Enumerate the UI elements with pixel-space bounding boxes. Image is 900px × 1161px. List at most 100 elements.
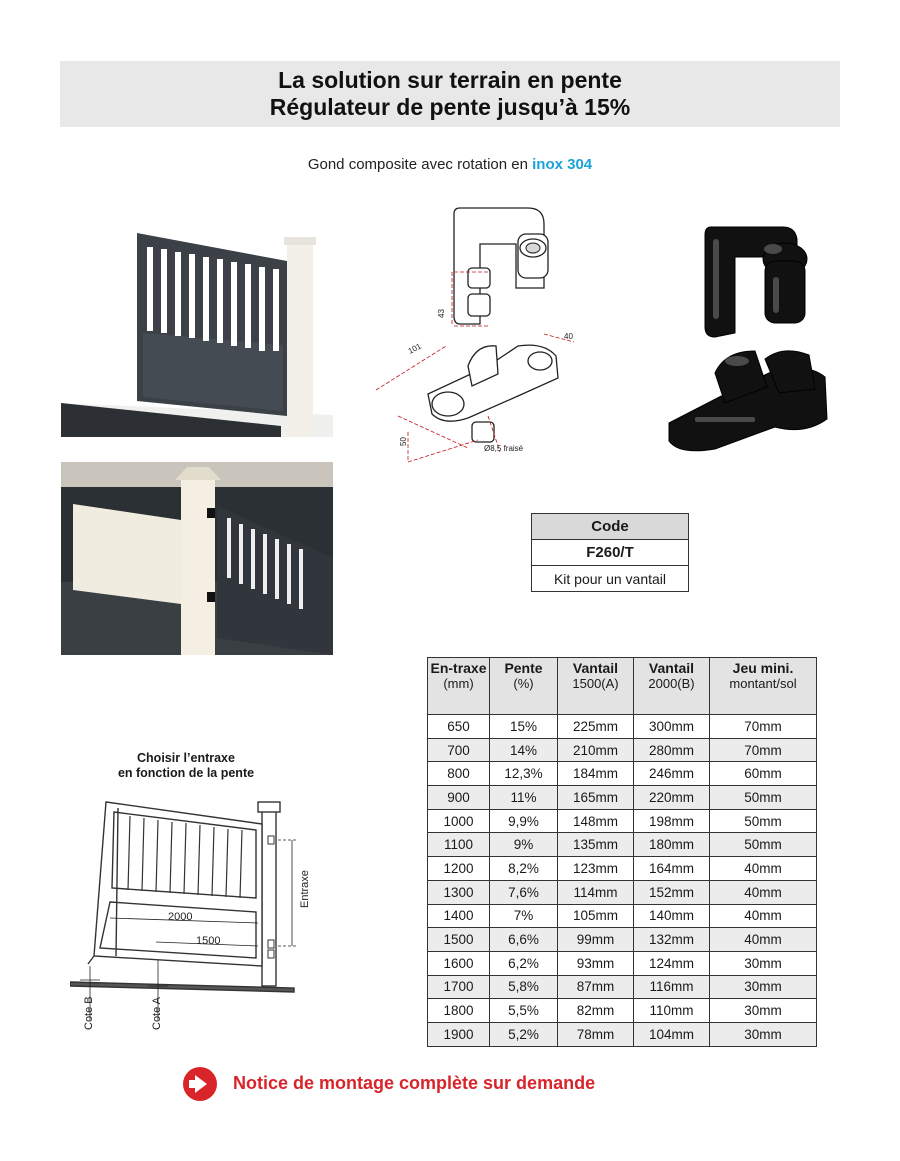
table-cell: 280mm — [633, 737, 710, 763]
code-table: Code F260/T Kit pour un vantail — [531, 513, 689, 592]
table-cell: 7,6% — [489, 879, 558, 905]
label-cote-a: Cote A — [151, 996, 163, 1030]
table-cell: 40mm — [709, 903, 817, 929]
gate-pillar-closeup-photo — [61, 462, 333, 655]
table-cell: 1100 — [427, 832, 490, 858]
table-cell: 9,9% — [489, 808, 558, 834]
table-cell: 11% — [489, 785, 558, 810]
table-cell: 1000 — [427, 808, 490, 834]
table-cell: 5,8% — [489, 974, 558, 1000]
page-title-line2: Régulateur de pente jusqu’à 15% — [269, 94, 631, 120]
dim-hole-label: Ø8,5 fraisé — [484, 444, 524, 453]
table-cell: 5,2% — [489, 1021, 558, 1047]
col-header-entraxe: En-traxe(mm) — [427, 657, 490, 715]
table-cell: 30mm — [709, 974, 817, 1000]
table-cell: 14% — [489, 737, 558, 763]
code-description: Kit pour un vantail — [531, 565, 689, 592]
page-title-line1: La solution sur terrain en pente — [278, 67, 622, 93]
table-cell: 123mm — [557, 856, 634, 881]
table-cell: 82mm — [557, 998, 634, 1023]
dim-50-label: 50 — [399, 437, 408, 446]
black-hinge-photo — [655, 213, 835, 453]
code-reference: F260/T — [531, 539, 689, 566]
title-band: La solution sur terrain en pente Régulat… — [60, 61, 840, 127]
label-entraxe: Entraxe — [299, 870, 310, 908]
table-cell: 40mm — [709, 927, 817, 952]
table-cell: 15% — [489, 714, 558, 739]
table-cell: 210mm — [557, 737, 634, 763]
table-cell: 9% — [489, 832, 558, 858]
label-cote-b: Cote B — [83, 996, 95, 1030]
table-cell: 30mm — [709, 1021, 817, 1047]
notice-text: Notice de montage complète sur demande — [233, 1073, 596, 1093]
table-cell: 7% — [489, 903, 558, 929]
table-cell: 1500 — [427, 927, 490, 952]
table-cell: 114mm — [557, 879, 634, 905]
table-cell: 1700 — [427, 974, 490, 1000]
table-cell: 5,5% — [489, 998, 558, 1023]
subtitle-highlight: inox 304 — [532, 156, 593, 173]
table-cell: 70mm — [709, 737, 817, 763]
table-cell: 225mm — [557, 714, 634, 739]
table-cell: 124mm — [633, 950, 710, 976]
table-cell: 246mm — [633, 761, 710, 787]
table-cell: 800 — [427, 761, 490, 787]
diagram-caption-line1: Choisir l’entraxe — [137, 751, 235, 765]
table-cell: 105mm — [557, 903, 634, 929]
table-cell: 220mm — [633, 785, 710, 810]
table-cell: 40mm — [709, 879, 817, 905]
table-cell: 1900 — [427, 1021, 490, 1047]
col-header-pente: Pente(%) — [489, 657, 558, 715]
table-cell: 6,2% — [489, 950, 558, 976]
assembly-notice: Notice de montage complète sur demande — [183, 1067, 703, 1101]
col-header-jeu-mini: Jeu mini.montant/sol — [709, 657, 817, 715]
label-2000: 2000 — [168, 911, 192, 923]
table-cell: 93mm — [557, 950, 634, 976]
table-cell: 78mm — [557, 1021, 634, 1047]
table-cell: 152mm — [633, 879, 710, 905]
table-cell: 900 — [427, 785, 490, 810]
diagram-caption: Choisir l’entraxe en fonction de la pent… — [96, 751, 276, 781]
subtitle-text: Gond composite avec rotation en — [307, 156, 533, 173]
gate-slope-diagram: 2000 1500 Entraxe Cote B Cote A — [69, 790, 311, 1035]
dim-101-label: 101 — [407, 341, 423, 355]
hinge-technical-drawing: 43 101 40 50 Ø8,5 fraisé — [368, 196, 600, 464]
table-cell: 148mm — [557, 808, 634, 834]
table-cell: 30mm — [709, 998, 817, 1023]
table-cell: 1400 — [427, 903, 490, 929]
table-cell: 135mm — [557, 832, 634, 858]
table-cell: 1800 — [427, 998, 490, 1023]
table-cell: 1200 — [427, 856, 490, 881]
dim-40-label: 40 — [564, 332, 573, 341]
table-cell: 70mm — [709, 714, 817, 739]
table-cell: 165mm — [557, 785, 634, 810]
gate-on-slope-photo — [61, 211, 333, 437]
table-cell: 40mm — [709, 856, 817, 881]
table-cell: 650 — [427, 714, 490, 739]
table-cell: 164mm — [633, 856, 710, 881]
table-cell: 140mm — [633, 903, 710, 929]
table-cell: 30mm — [709, 950, 817, 976]
subtitle: Gond composite avec rotation en inox 304 — [0, 156, 900, 173]
code-header: Code — [531, 513, 689, 540]
table-cell: 180mm — [633, 832, 710, 858]
dim-43-label: 43 — [437, 309, 446, 318]
label-1500: 1500 — [196, 935, 220, 947]
diagram-caption-line2: en fonction de la pente — [117, 766, 255, 780]
table-cell: 700 — [427, 737, 490, 763]
table-cell: 132mm — [633, 927, 710, 952]
table-cell: 50mm — [709, 832, 817, 858]
table-cell: 8,2% — [489, 856, 558, 881]
